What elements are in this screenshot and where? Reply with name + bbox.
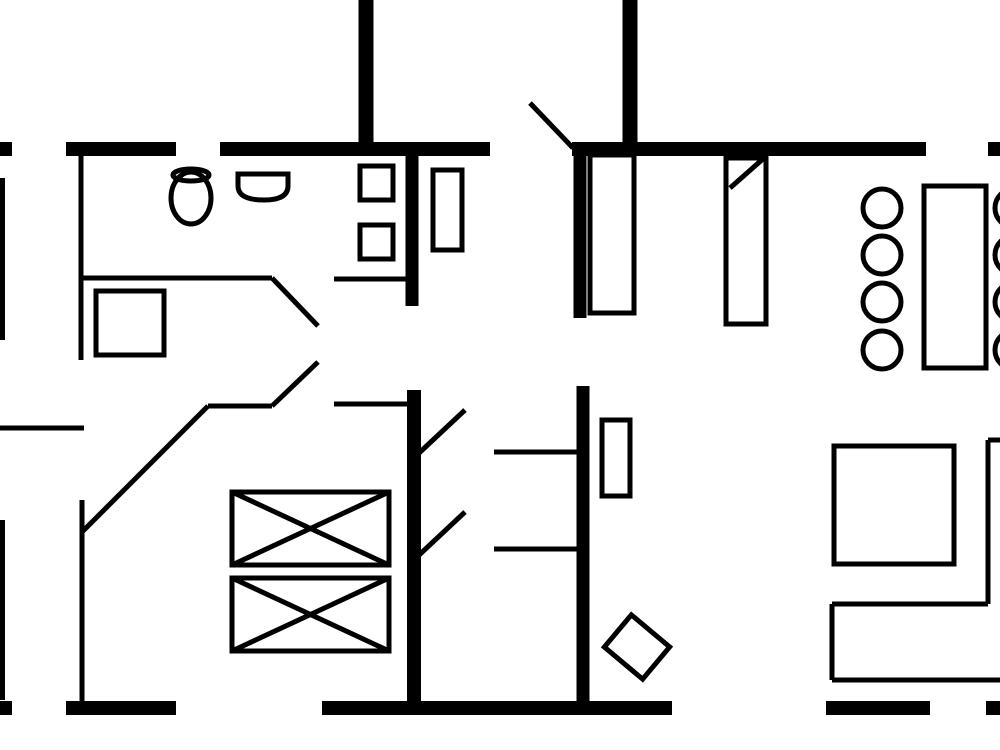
living-armchair	[831, 443, 957, 567]
toilet-icon	[168, 166, 214, 227]
door-hall-swing	[270, 360, 320, 408]
closet-cabinet	[599, 417, 633, 499]
door-swings	[80, 101, 575, 558]
walls	[0, 0, 1000, 715]
kitchen-counter-right	[723, 155, 769, 327]
door-kitchen-swing	[528, 101, 575, 150]
cabinet-lower	[357, 222, 396, 262]
bed-upper	[229, 489, 392, 568]
kitchen-counter-corner	[728, 156, 766, 190]
bedroom-fixtures	[229, 489, 392, 654]
living-fixtures	[831, 443, 957, 567]
dining-chair-left-4	[860, 328, 904, 372]
dining-chair-right-4	[992, 333, 1000, 367]
bed-lower	[229, 575, 392, 654]
kitchen-fixtures	[587, 152, 769, 327]
cabinet-upper	[357, 163, 396, 203]
thin-walls	[0, 155, 1000, 705]
dining-chair-right-2	[992, 238, 1000, 272]
dining-table	[921, 183, 989, 371]
shower-unit	[430, 167, 465, 253]
closet-fixtures	[599, 417, 674, 683]
dining-chair-left-1	[860, 186, 904, 230]
closet-chair	[600, 611, 674, 683]
dining-chair-left-2	[860, 233, 904, 277]
dining-chair-right-3	[992, 285, 1000, 319]
kitchen-counter-left	[587, 152, 637, 316]
door-closet-swing-1	[416, 408, 467, 456]
dining-fixtures	[860, 183, 1000, 372]
dining-chair-left-3	[860, 280, 904, 324]
door-bath-swing	[270, 276, 320, 328]
sink-icon	[235, 171, 291, 203]
bathroom-fixtures	[93, 163, 465, 358]
door-bedroom-swing	[80, 404, 210, 534]
dining-chair-right-1	[992, 191, 1000, 225]
laundry-unit	[93, 288, 167, 358]
door-closet-swing-2	[416, 510, 467, 558]
